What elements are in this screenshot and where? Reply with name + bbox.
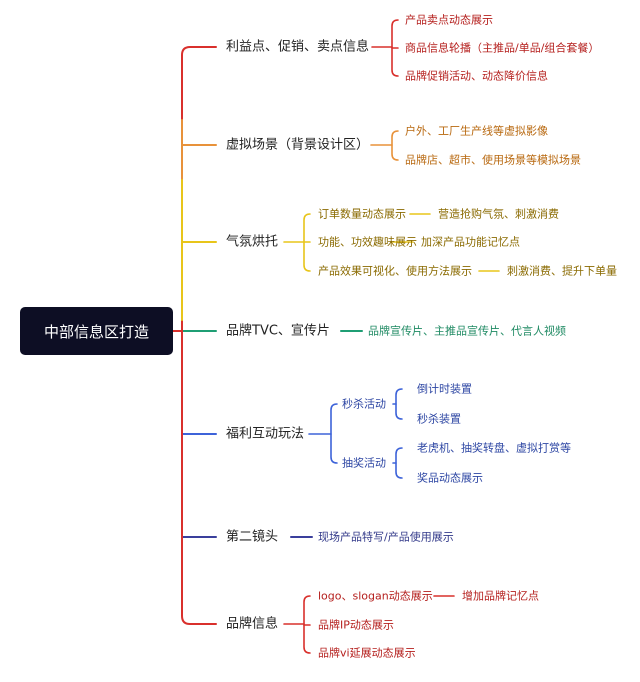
branch-7-child-2: 品牌IP动态展示: [318, 618, 394, 632]
branch-2-child-1: 户外、工厂生产线等虚拟影像: [405, 124, 548, 138]
branch-3-child-2: 功能、功效趣味展示: [318, 235, 417, 249]
branch-5-child-1-sub-1: 倒计时装置: [417, 382, 472, 396]
branch-label-1: 利益点、促销、卖点信息: [226, 39, 370, 55]
branch-7-child-1-detail: 增加品牌记忆点: [462, 589, 539, 603]
branch-3-child-2-detail: 加深产品功能记忆点: [421, 235, 520, 249]
root-node: 中部信息区打造: [20, 307, 173, 355]
branch-label-6: 第二镜头: [226, 529, 279, 545]
branch-1-child-3: 品牌促销活动、动态降价信息: [405, 69, 548, 83]
branch-3-child-1: 订单数量动态展示: [318, 207, 406, 221]
branch-label-5: 福利互动玩法: [226, 426, 305, 442]
branch-7-child-1: logo、slogan动态展示: [318, 589, 433, 603]
branch-3-child-3-detail: 刺激消费、提升下单量: [507, 264, 617, 278]
branch-7-child-3: 品牌vi延展动态展示: [318, 646, 416, 660]
branch-5-child-1-sub-2: 秒杀装置: [417, 412, 461, 426]
branch-label-3: 气氛烘托: [226, 234, 279, 250]
root-label: 中部信息区打造: [43, 322, 149, 341]
branch-label-7: 品牌信息: [226, 616, 279, 632]
branch-3-child-1-detail: 营造抢购气氛、刺激消费: [438, 207, 559, 221]
branch-label-4: 品牌TVC、宣传片: [226, 323, 330, 339]
branch-6-child-1: 现场产品特写/产品使用展示: [318, 530, 454, 544]
branch-5-child-2-sub-2: 奖品动态展示: [417, 471, 483, 485]
branch-5-child-2-sub-1: 老虎机、抽奖转盘、虚拟打赏等: [417, 441, 571, 455]
branch-3-child-3: 产品效果可视化、使用方法展示: [318, 264, 472, 278]
branch-label-2: 虚拟场景（背景设计区）: [226, 137, 370, 153]
branch-2-child-2: 品牌店、超市、使用场景等模拟场景: [405, 153, 581, 167]
branch-4-child-1: 品牌宣传片、主推品宣传片、代言人视频: [368, 324, 566, 338]
branch-1-child-1: 产品卖点动态展示: [405, 13, 493, 27]
branch-5-child-1: 秒杀活动: [342, 397, 386, 411]
branch-5-child-2: 抽奖活动: [342, 456, 386, 470]
branch-1-child-2: 商品信息轮播（主推品/单品/组合套餐）: [405, 41, 600, 55]
